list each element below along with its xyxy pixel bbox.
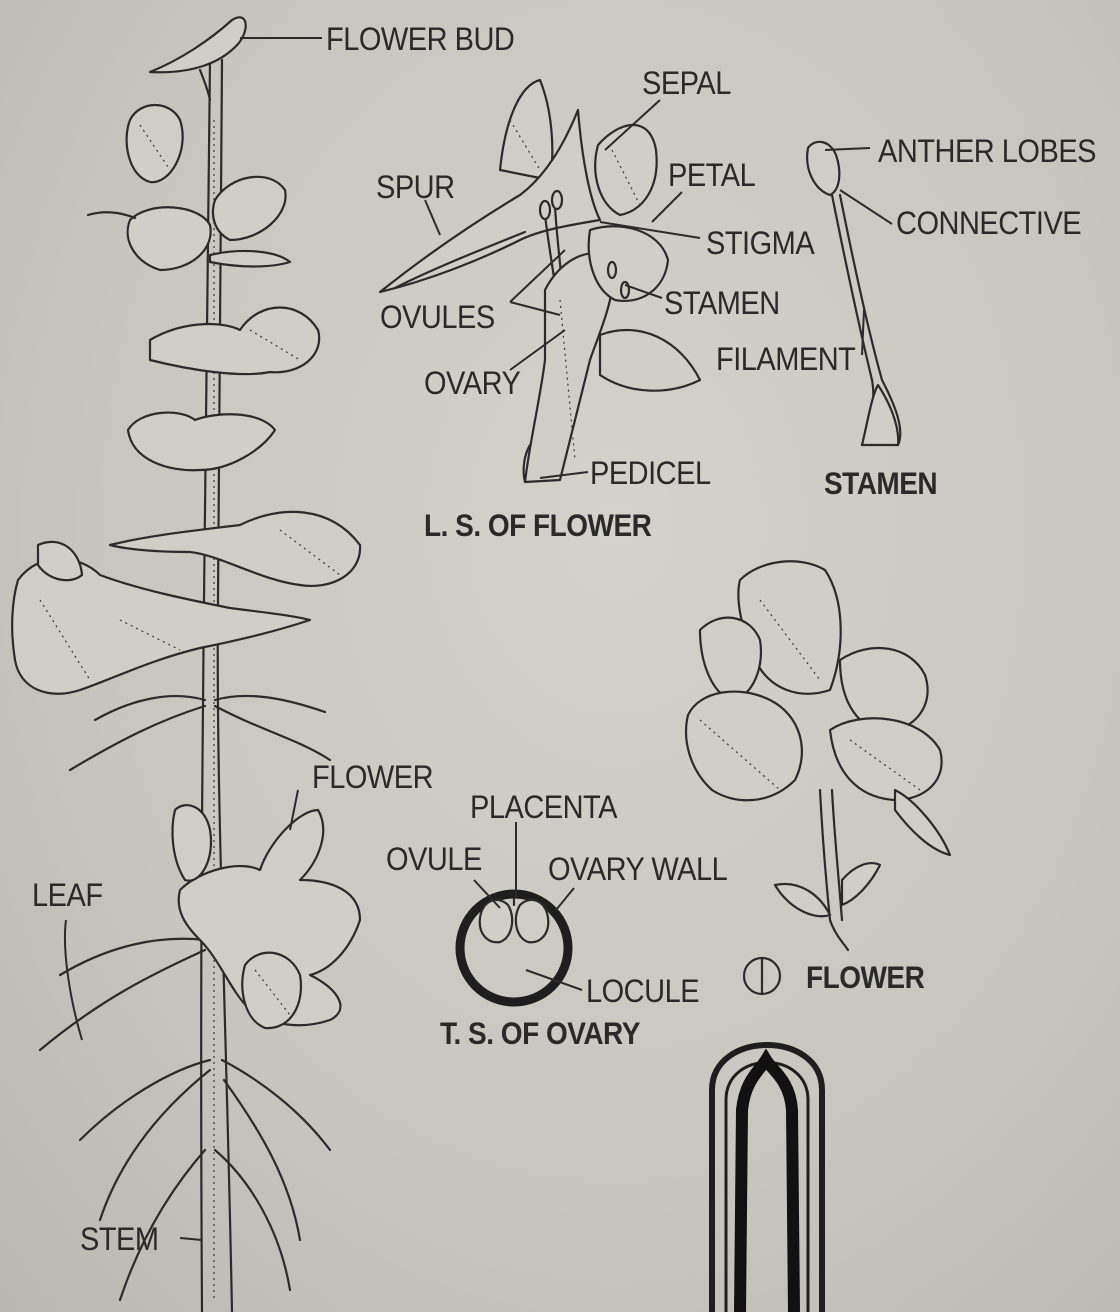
label-anther-lobes: ANTHER LOBES	[878, 134, 1096, 171]
label-stamen-part: STAMEN	[664, 286, 780, 323]
label-ovary-wall: OVARY WALL	[548, 852, 727, 889]
label-pedicel: PEDICEL	[590, 456, 711, 493]
label-filament: FILAMENT	[716, 342, 855, 379]
ovule-right	[516, 900, 548, 942]
label-placenta: PLACENTA	[470, 790, 617, 827]
ovary-wall-ring	[460, 894, 568, 1002]
ls-flower-drawing	[380, 80, 700, 482]
caption-flower: FLOWER	[806, 960, 924, 996]
stamen-drawing	[807, 142, 900, 445]
label-locule: LOCULE	[586, 974, 699, 1011]
label-flower: FLOWER	[312, 760, 433, 797]
label-spur: SPUR	[376, 170, 455, 207]
caption-ts-ovary: T. S. OF OVARY	[440, 1016, 640, 1052]
label-sepal: SEPAL	[642, 66, 731, 103]
ovule-left	[480, 900, 512, 942]
bottom-floral-outline	[712, 1045, 822, 1312]
ts-ovary-drawing	[460, 894, 568, 1002]
label-flower-bud: FLOWER BUD	[326, 22, 514, 59]
whole-flower-drawing	[686, 561, 950, 950]
caption-ls-flower: L. S. OF FLOWER	[424, 508, 651, 544]
label-petal: PETAL	[668, 158, 755, 195]
label-stigma: STIGMA	[706, 226, 814, 263]
label-ovules: OVULES	[380, 300, 495, 337]
flower-symbol	[744, 958, 780, 994]
label-leaf: LEAF	[32, 878, 103, 915]
label-ovule: OVULE	[386, 842, 482, 879]
label-stem: STEM	[80, 1222, 159, 1259]
ovary-wall-leader	[556, 888, 574, 910]
label-connective: CONNECTIVE	[896, 206, 1081, 243]
label-ovary: OVARY	[424, 366, 520, 403]
caption-stamen: STAMEN	[824, 466, 937, 502]
petal-leader	[652, 192, 682, 222]
main-stem-outline	[218, 60, 232, 1312]
connective-leader	[840, 190, 892, 224]
flower-bud-shape	[150, 17, 246, 72]
plant-drawing	[12, 17, 360, 1312]
